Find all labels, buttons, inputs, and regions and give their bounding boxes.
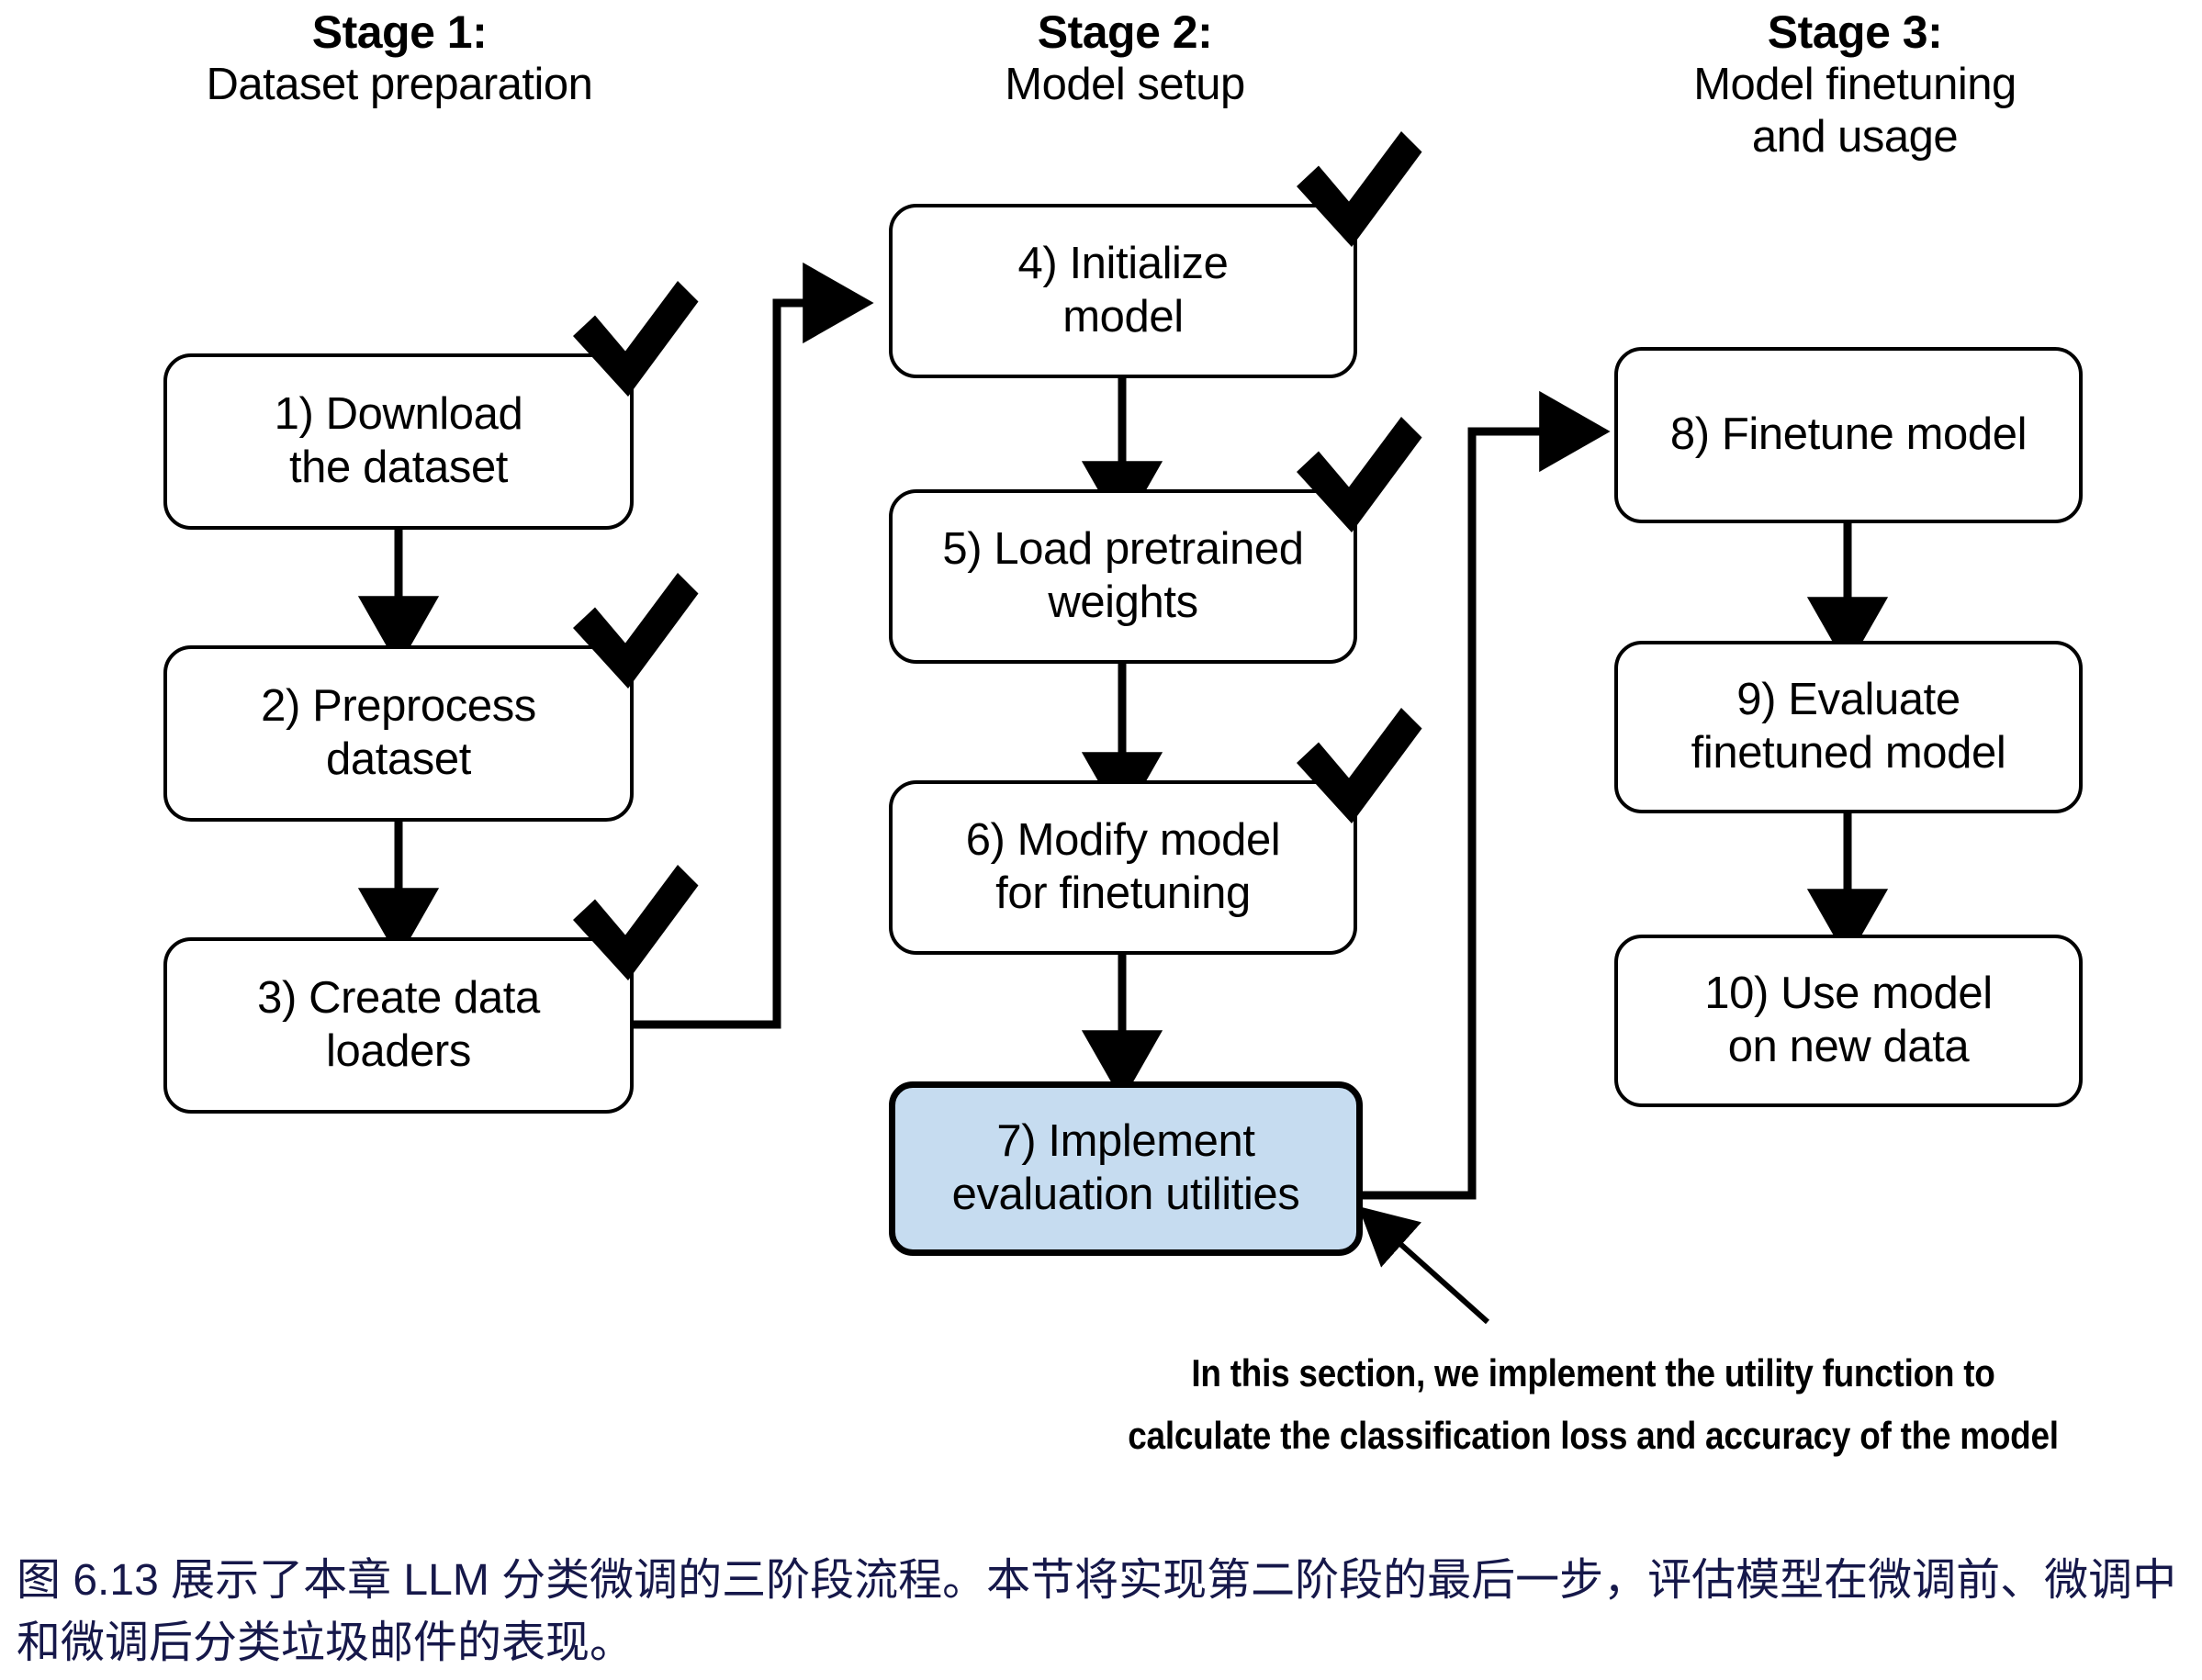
stage-header-3: Stage 3: Model finetuning and usage: [1561, 6, 2149, 163]
edge-3-to-4: [634, 262, 874, 1029]
stage-header-2: Stage 2: Model setup: [854, 6, 1396, 111]
stage-3-title: Stage 3:: [1767, 6, 1943, 58]
flow-node-2-preprocess-dataset[interactable]: 2) Preprocess dataset: [163, 645, 634, 822]
flow-node-9-evaluate-finetuned-model[interactable]: 9) Evaluate finetuned model: [1614, 641, 2083, 813]
flow-node-5-label: 5) Load pretrained weights: [942, 524, 1304, 627]
flow-node-5-load-pretrained-weights[interactable]: 5) Load pretrained weights: [889, 489, 1357, 664]
stage-1-title: Stage 1:: [311, 6, 488, 58]
annotation-text: In this section, we implement the utilit…: [1128, 1351, 2059, 1458]
flow-node-1-label: 1) Download the dataset: [274, 389, 523, 492]
flow-node-2-label: 2) Preprocess dataset: [261, 681, 536, 784]
flow-node-6-label: 6) Modify model for finetuning: [965, 815, 1281, 918]
flow-node-9-label: 9) Evaluate finetuned model: [1691, 675, 2006, 778]
flow-node-6-modify-model-for-finetuning[interactable]: 6) Modify model for finetuning: [889, 780, 1357, 955]
flow-node-7-label: 7) Implement evaluation utilities: [951, 1116, 1300, 1219]
annotation-pointer-arrow: [1358, 1206, 1489, 1325]
stage-3-subtitle: Model finetuning and usage: [1693, 60, 2017, 162]
stage-header-1: Stage 1: Dataset preparation: [92, 6, 707, 111]
flow-node-4-initialize-model[interactable]: 4) Initialize model: [889, 204, 1357, 378]
stage-2-title: Stage 2:: [1037, 6, 1213, 58]
flow-node-4-label: 4) Initialize model: [1017, 239, 1229, 342]
flow-node-3-label: 3) Create data loaders: [257, 973, 540, 1076]
flow-node-7-implement-evaluation-utilities[interactable]: 7) Implement evaluation utilities: [889, 1081, 1363, 1256]
flow-node-8-label: 8) Finetune model: [1669, 409, 2028, 460]
flow-node-8-finetune-model[interactable]: 8) Finetune model: [1614, 347, 2083, 523]
flow-node-3-create-data-loaders[interactable]: 3) Create data loaders: [163, 937, 634, 1114]
flow-node-10-label: 10) Use model on new data: [1704, 969, 1993, 1071]
stage-1-subtitle: Dataset preparation: [206, 60, 593, 109]
stage-2-subtitle: Model setup: [1005, 60, 1245, 109]
figure-caption: 图 6.13 展示了本章 LLM 分类微调的三阶段流程。本节将实现第二阶段的最后…: [17, 1556, 2177, 1668]
flow-node-10-use-model-on-new-data[interactable]: 10) Use model on new data: [1614, 935, 2083, 1107]
flow-node-1-download-dataset[interactable]: 1) Download the dataset: [163, 353, 634, 530]
edge-7-to-8: [1363, 390, 1611, 1200]
